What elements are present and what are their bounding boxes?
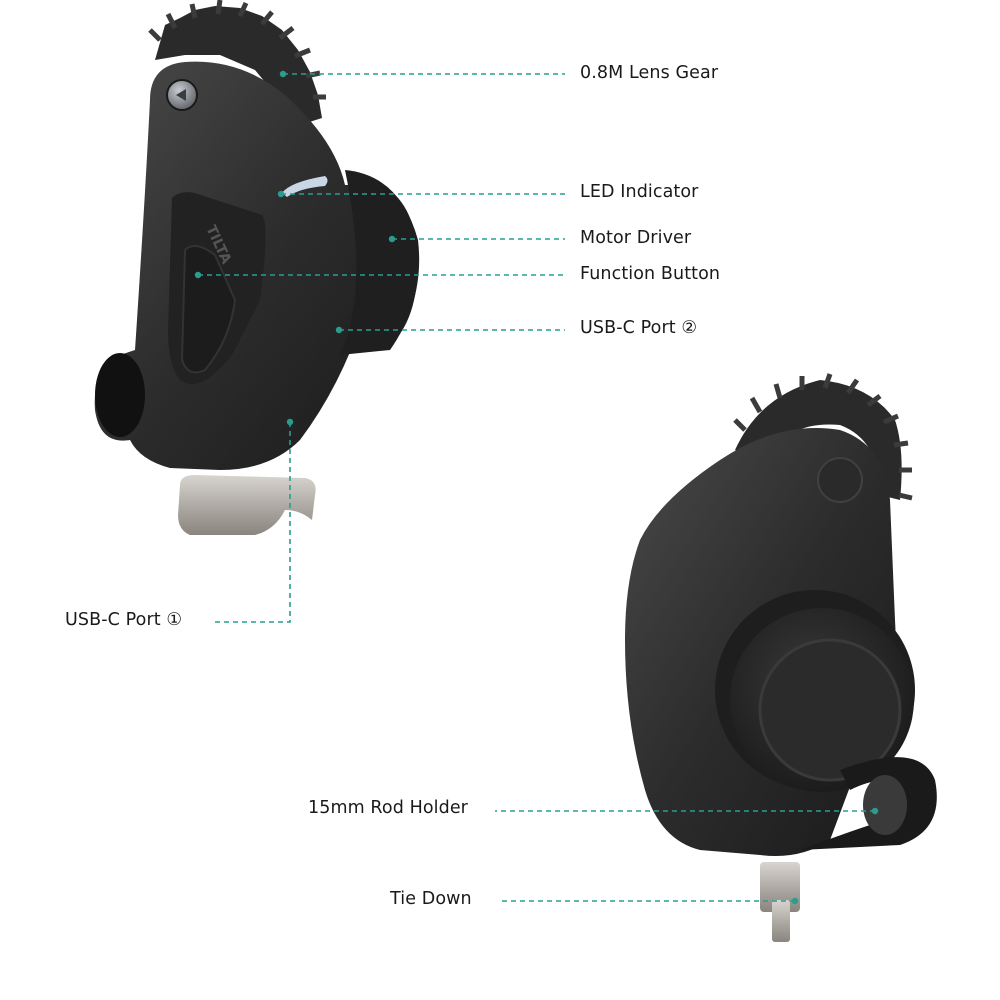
back-button [817, 457, 863, 503]
back-motor [625, 373, 937, 942]
tie-down-back [760, 862, 800, 912]
label-tie-down: Tie Down [390, 889, 472, 909]
label-function-button: Function Button [580, 264, 721, 284]
led-light [282, 176, 328, 197]
label-usb-c-port-2: USB-C Port ② [580, 318, 698, 338]
tie-down-front [178, 475, 316, 535]
label-motor-driver: Motor Driver [580, 228, 692, 248]
lens-gear-back [733, 373, 913, 501]
label-usb-c-port-1: USB-C Port ① [65, 610, 183, 630]
label-lens-gear: 0.8M Lens Gear [580, 63, 719, 83]
label-led-indicator: LED Indicator [580, 182, 699, 202]
front-motor: TILTA [94, 0, 420, 535]
label-rod-holder: 15mm Rod Holder [308, 798, 468, 818]
